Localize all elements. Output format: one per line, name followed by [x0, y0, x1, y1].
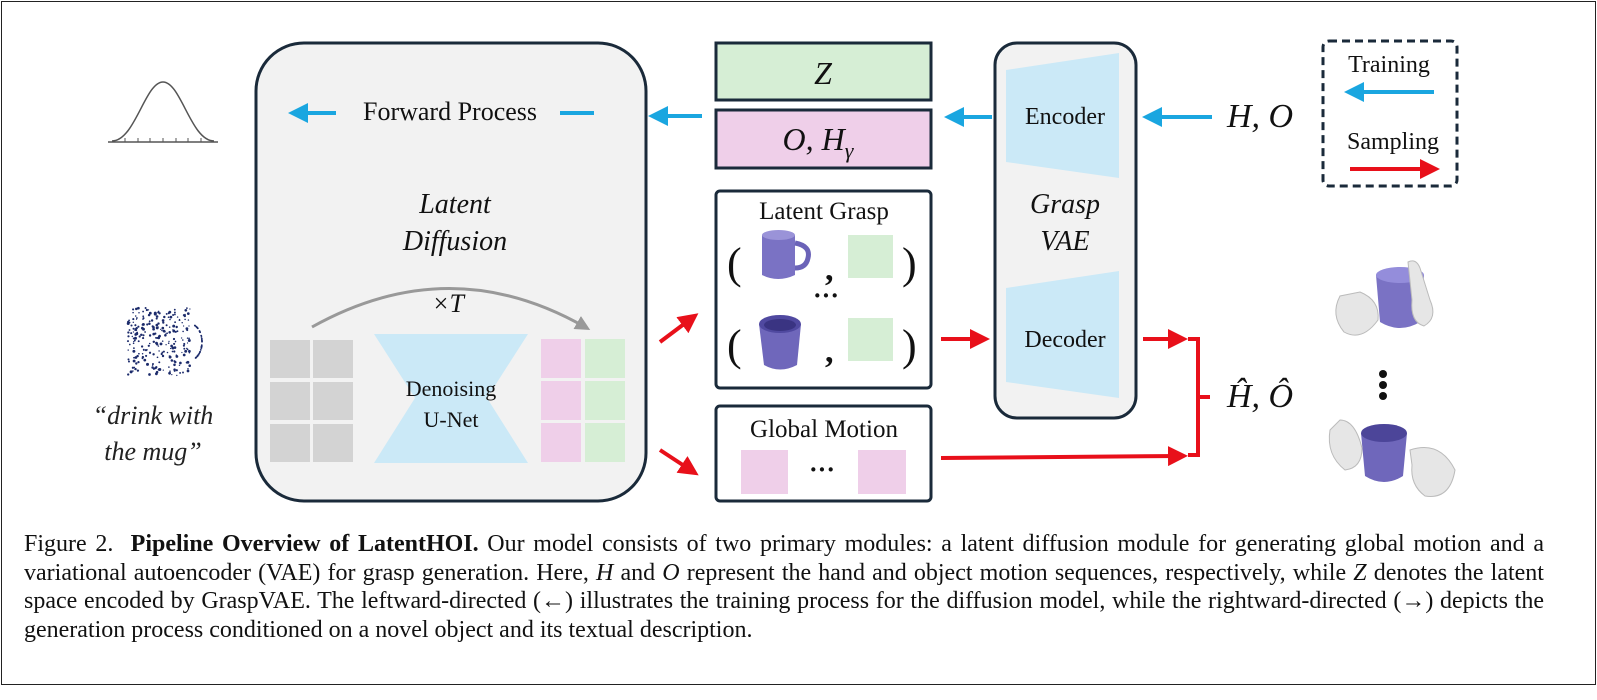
open-paren-1: (	[727, 239, 742, 288]
output-label: Ĥ, Ô	[1226, 377, 1293, 415]
h-o-input-label: H, O	[1226, 98, 1293, 135]
o-h-gamma-label: O, Hγ	[783, 121, 855, 163]
caption-var-h: H	[595, 559, 614, 586]
decoder-shape	[1006, 271, 1119, 398]
open-paren-2: (	[727, 321, 742, 370]
decoder-label: Decoder	[1024, 327, 1105, 353]
text-prompt-line1: “drink with	[93, 401, 214, 430]
times-t-label: ×T	[432, 289, 466, 318]
figure-caption: Figure 2. Pipeline Overview of LatentHOI…	[24, 530, 1544, 644]
close-paren-2: )	[902, 321, 917, 370]
comma-1: ,	[825, 251, 834, 288]
close-paren-1: )	[902, 239, 917, 288]
denoising-unet-shape	[374, 334, 528, 463]
motion-latent-tile-2	[858, 450, 906, 494]
grasp-ellipsis: ···	[813, 281, 839, 310]
latent-diffusion-title-line2: Diffusion	[402, 226, 507, 257]
mug-side-icon	[762, 230, 811, 279]
unet-label-line1: Denoising	[406, 376, 496, 401]
text-prompt-line2: the mug”	[104, 437, 202, 466]
timestep-loop-arrow	[311, 287, 591, 330]
caption-text-3: represent the hand and object motion seq…	[679, 559, 1354, 586]
grasp-latent-tile-2	[848, 318, 893, 361]
latent-grasp-title: Latent Grasp	[759, 198, 889, 225]
vertical-dots-icon	[1379, 370, 1387, 400]
noise-latent-grid	[270, 340, 353, 462]
legend-training-label: Training	[1348, 52, 1430, 78]
motion-ellipsis: ···	[809, 455, 835, 484]
pipeline-diagram: “drink with the mug” Forward Process Lat…	[93, 39, 1459, 503]
denoised-latent-grid	[541, 339, 625, 462]
gaussian-distribution-icon	[108, 81, 218, 143]
caption-title: Pipeline Overview of LatentHOI.	[130, 531, 479, 557]
caption-var-o: O	[662, 559, 680, 586]
z-latent-box	[714, 41, 933, 102]
legend-sampling-label: Sampling	[1347, 129, 1439, 155]
global-motion-title: Global Motion	[750, 416, 898, 443]
figure-frame	[1, 1, 1596, 685]
comma-2: ,	[825, 333, 834, 370]
hand-mug-render-bottom-icon	[1328, 419, 1456, 497]
latent-diffusion-title-line1: Latent	[418, 189, 492, 220]
encoder-label: Encoder	[1025, 104, 1105, 130]
encoder-shape	[1006, 53, 1119, 178]
grasp-vae-title-line2: VAE	[1040, 226, 1089, 257]
caption-text-2: and	[613, 559, 663, 586]
legend-box	[1321, 39, 1459, 188]
grasp-latent-tile-1	[848, 235, 893, 278]
caption-var-z: Z	[1353, 559, 1367, 586]
unet-label-line2: U-Net	[424, 407, 479, 432]
mug-top-icon	[759, 315, 801, 370]
caption-figure-number: Figure 2.	[24, 531, 114, 557]
o-h-gamma-box	[714, 108, 933, 170]
hand-mug-render-top-icon	[1335, 260, 1434, 336]
z-label: Z	[814, 55, 833, 91]
caption-text-4: denotes the latent space encoded by Gras…	[24, 559, 1544, 643]
grasp-vae-title-line1: Grasp	[1030, 189, 1100, 220]
merge-bracket	[1188, 337, 1210, 457]
motion-latent-tile-1	[741, 450, 788, 494]
point-cloud-mug-icon	[126, 306, 203, 377]
forward-process-label: Forward Process	[363, 97, 537, 126]
caption-text-1: Our model consists of two primary module…	[24, 531, 1544, 586]
